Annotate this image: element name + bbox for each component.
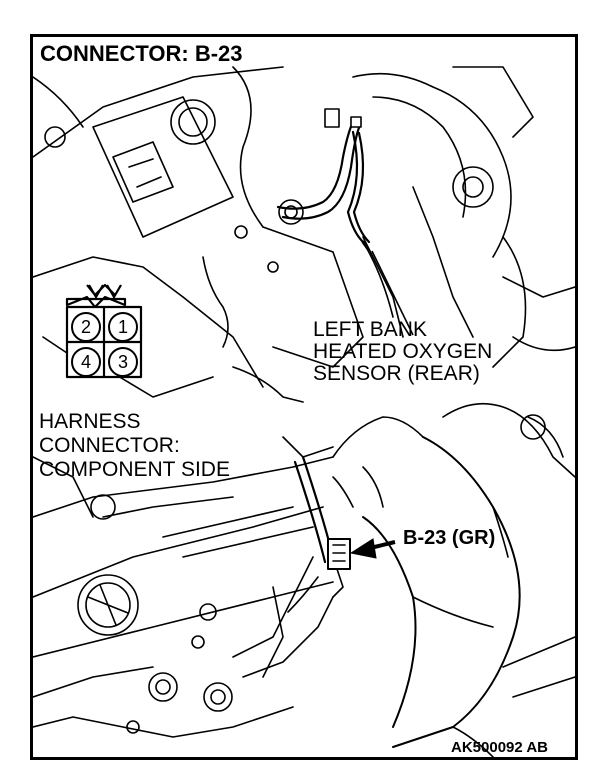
harness-label-line: CONNECTOR: — [39, 434, 180, 457]
connector-pin-3: 3 — [108, 347, 138, 377]
harness-label-line: COMPONENT SIDE — [39, 458, 230, 481]
sensor-label-line: SENSOR (REAR) — [313, 362, 480, 385]
pin-label: 3 — [117, 351, 128, 372]
connector-pin-4: 4 — [71, 347, 101, 377]
connector-callout: B-23 (GR) — [403, 527, 496, 549]
sensor-label-line: LEFT BANK — [313, 318, 427, 341]
sensor-label: LEFT BANK HEATED OXYGEN SENSOR (REAR) — [313, 319, 492, 385]
engine-illustration — [33, 66, 575, 757]
harness-label-line: HARNESS — [39, 410, 141, 433]
harness-connector-label: HARNESS CONNECTOR: COMPONENT SIDE — [39, 410, 230, 482]
pin-label: 2 — [80, 316, 91, 337]
figure-code: AK500092 AB — [451, 739, 548, 756]
diagram-title: CONNECTOR: B-23 — [38, 41, 245, 66]
pin-label: 1 — [117, 316, 128, 337]
sensor-label-line: HEATED OXYGEN — [313, 340, 493, 363]
pin-label: 4 — [80, 351, 91, 372]
connector-pin-1: 1 — [108, 312, 138, 342]
diagram-frame: 2 1 4 3 CONNECTOR: B-23 LEFT BANK HEATED… — [30, 34, 578, 760]
connector-pin-2: 2 — [71, 312, 101, 342]
